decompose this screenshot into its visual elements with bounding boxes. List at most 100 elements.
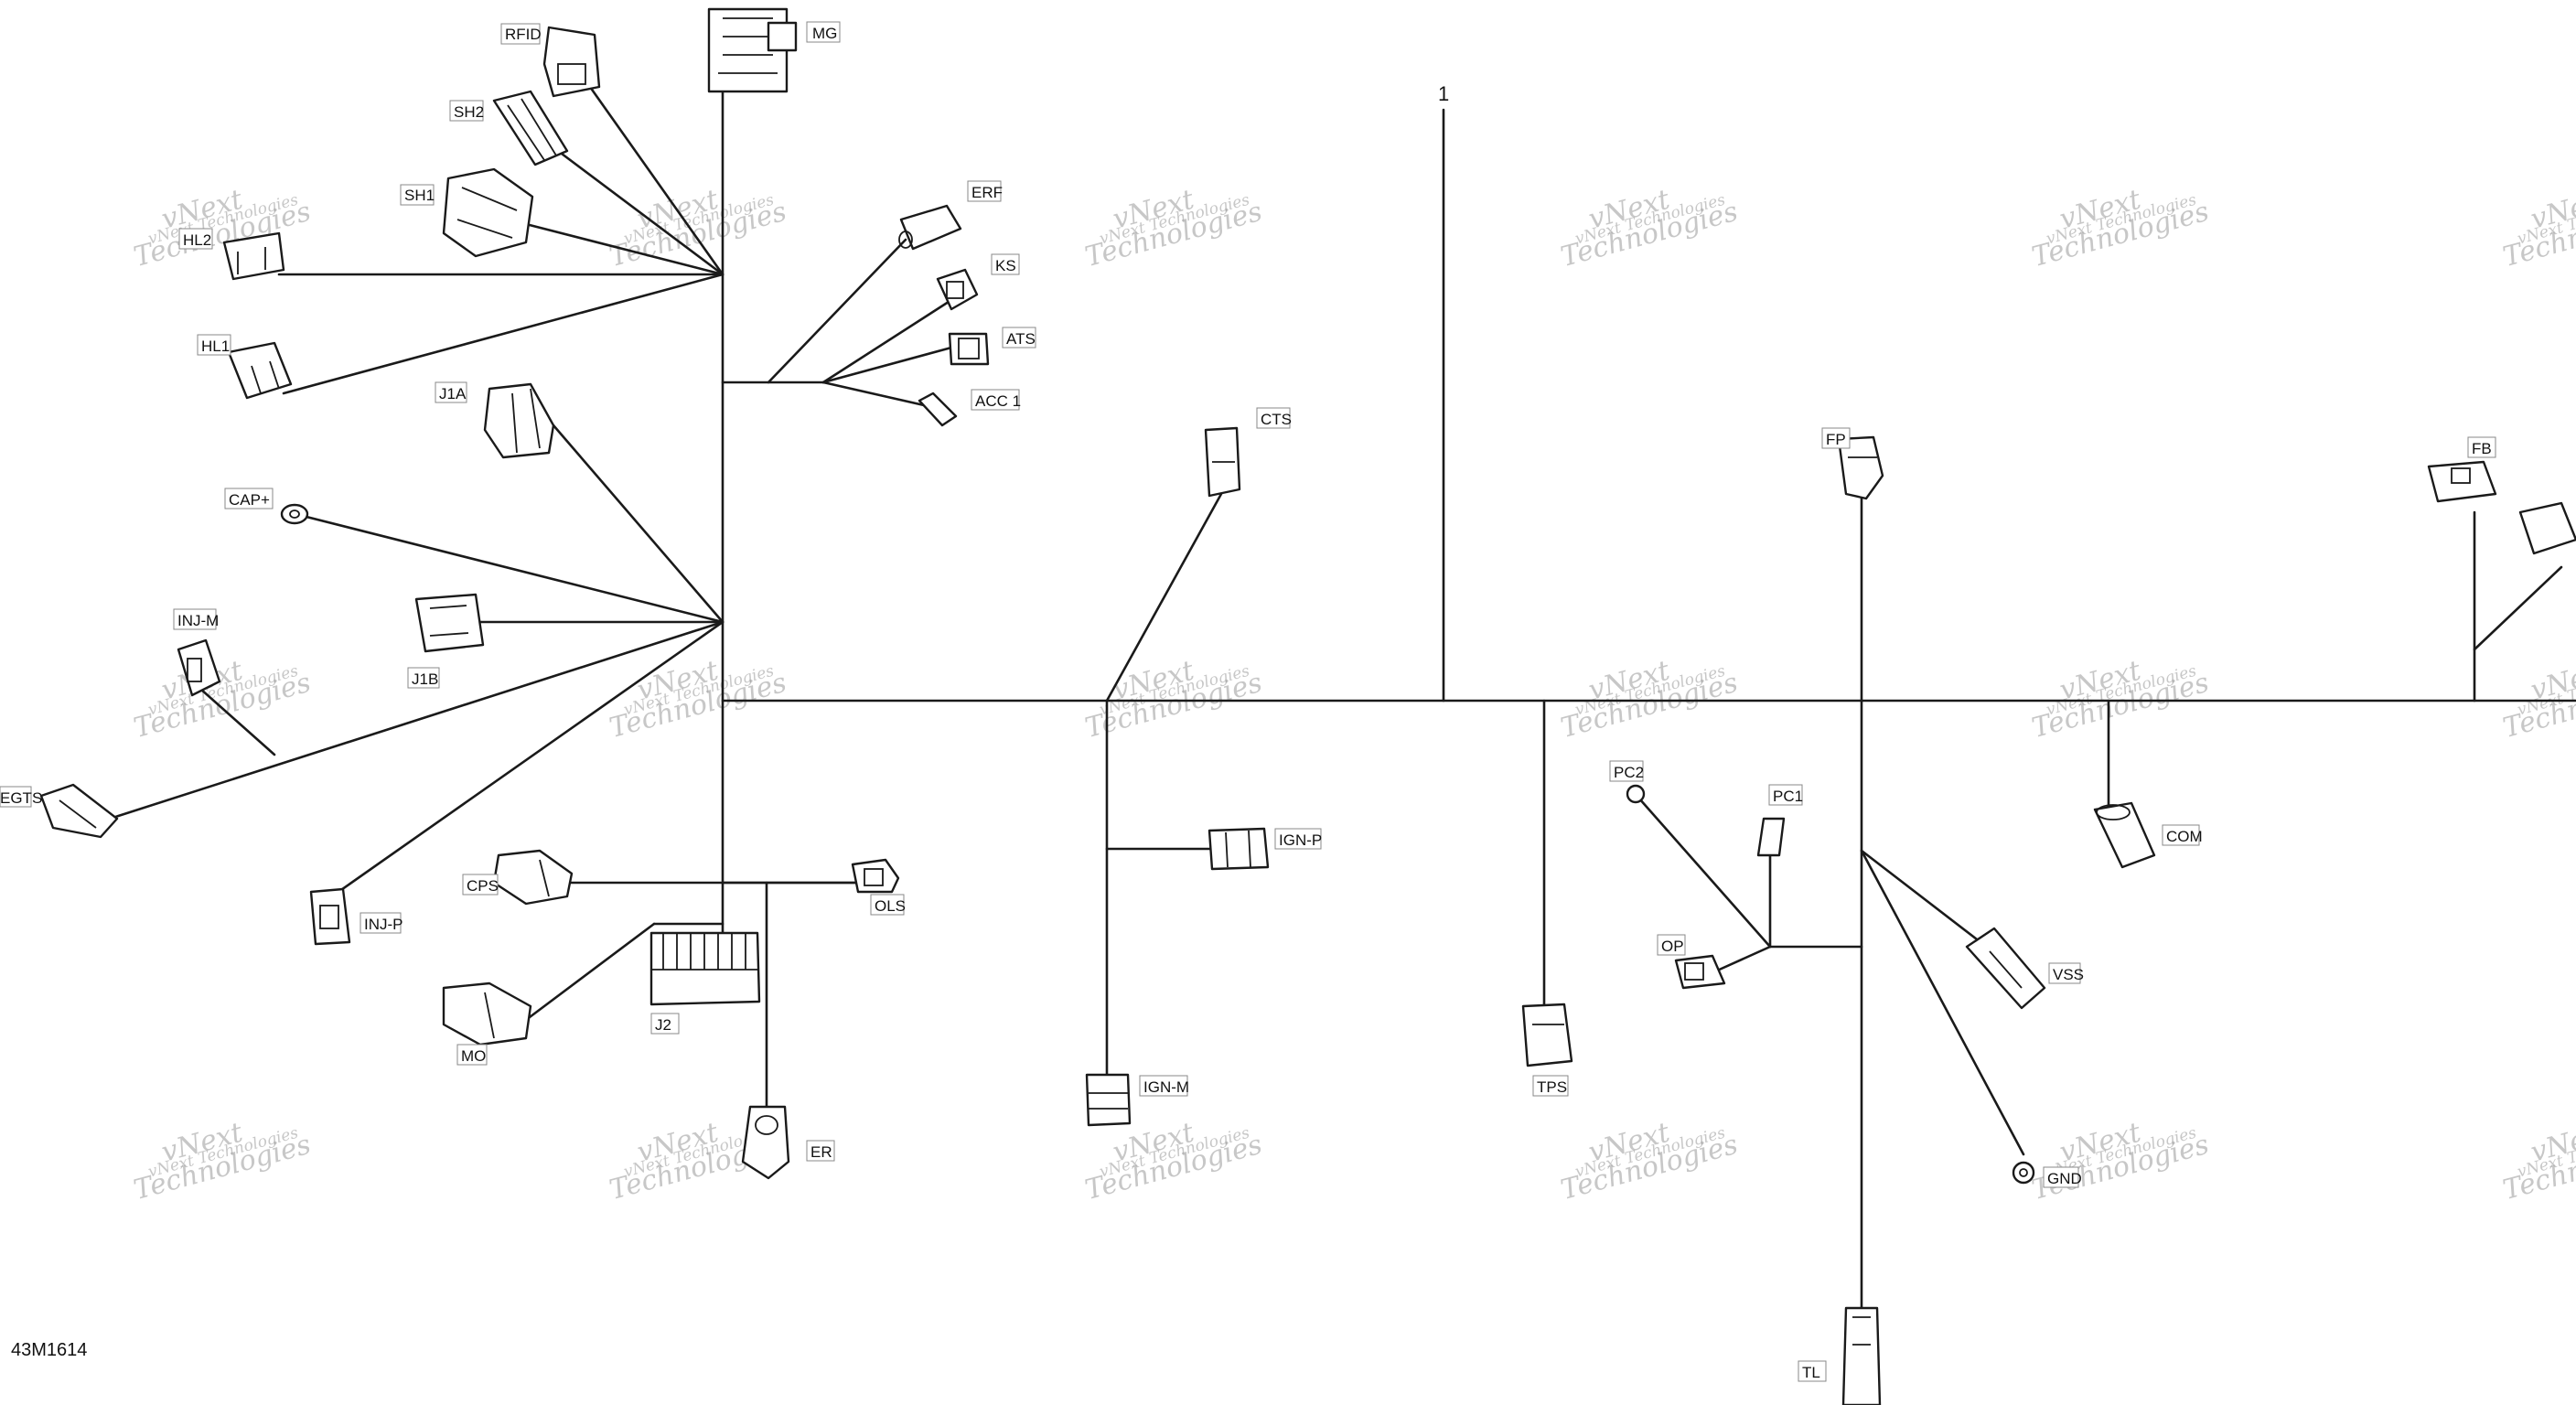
connector-j1b[interactable]: J1B [407, 593, 485, 689]
connector-j2[interactable]: J2 [649, 931, 761, 1035]
connector-label: OLS [875, 897, 906, 915]
connector-hl2[interactable]: HL2 [178, 228, 285, 281]
connector-label: J2 [655, 1016, 671, 1034]
connector-label: GND [2047, 1170, 2082, 1187]
connector-label: EGTS [0, 789, 42, 807]
connector-label: FB [2472, 440, 2492, 457]
connector-label: ATS [1006, 330, 1036, 348]
connector-mo[interactable]: MO [442, 981, 532, 1066]
connector-pc2[interactable]: PC2 [1609, 760, 1646, 804]
watermark: vNext Technologies vNext Technologies [2500, 183, 2576, 273]
connector-label: ERF [971, 184, 1003, 201]
figure-id: 43M1614 [11, 1340, 87, 1360]
connector-ignp[interactable]: IGN-P [1208, 827, 1322, 871]
connector-er[interactable]: ER [741, 1105, 835, 1180]
connector-sh2[interactable]: SH2 [449, 90, 569, 166]
harness-wires [108, 80, 2576, 1310]
connector-label: INJ-M [177, 612, 219, 629]
watermark: vNext Technologies vNext Technologies [1082, 654, 1266, 745]
connector-mg[interactable]: MG [707, 7, 841, 93]
connector-label: ER [810, 1143, 832, 1161]
wire-cap [305, 515, 724, 624]
watermark: vNext Technologies vNext Technologies [2500, 654, 2576, 745]
connector-com[interactable]: COM [2093, 801, 2203, 869]
connector-tl[interactable]: TL [1798, 1306, 1882, 1405]
connector-sh1[interactable]: SH1 [400, 167, 534, 258]
connector-egts[interactable]: EGTS [0, 783, 119, 839]
connector-label: KS [995, 257, 1016, 274]
connector-label: J1B [412, 670, 438, 688]
connector-cap[interactable]: CAP+ [224, 488, 309, 525]
watermark: vNext Technologies vNext Technologies [2029, 654, 2213, 745]
connector-label: ACC 1 [975, 392, 1021, 410]
watermark: vNext Technologies vNext Technologies [606, 183, 790, 273]
connector-hl1[interactable]: HL1 [197, 334, 293, 400]
watermark: vNext Technologies vNext Technologies [606, 654, 790, 745]
connector-label: CAP+ [229, 491, 270, 509]
wire-mo [524, 922, 656, 1022]
wire-egts [108, 620, 724, 820]
connector-fp[interactable]: FP [1821, 427, 1884, 500]
watermark: vNext Technologies vNext Technologies [2500, 1116, 2576, 1207]
watermark: vNext Technologies vNext Technologies [1558, 1116, 1742, 1207]
connector-acc1[interactable]: ACC 1 [918, 389, 1021, 427]
connector-label: IGN-P [1279, 831, 1322, 849]
connector-injp[interactable]: INJ-P [309, 887, 403, 946]
connector-label: CTS [1261, 411, 1292, 428]
connector-label: MO [461, 1047, 486, 1065]
connector-label: FP [1826, 431, 1846, 448]
wire-injm [190, 680, 276, 756]
connector-erf[interactable]: ERF [898, 180, 1003, 251]
connector-label: J1A [439, 385, 467, 402]
connector-vss[interactable]: VSS [1965, 927, 2084, 1010]
connector-label: TPS [1537, 1078, 1567, 1096]
connector-ks[interactable]: KS [936, 253, 1020, 311]
wire-ks [821, 298, 953, 384]
callout-number: 1 [1438, 82, 1449, 105]
connector-fb[interactable]: FB [2427, 436, 2576, 555]
watermark: vNext Technologies vNext Technologies [2029, 1116, 2213, 1207]
wire-cts [1105, 492, 1223, 702]
connector-label: MG [812, 25, 837, 42]
wire-pc2 [1637, 797, 1772, 949]
connector-label: VSS [2053, 966, 2084, 983]
connector-label: COM [2166, 828, 2203, 845]
connector-cps[interactable]: CPS [462, 849, 574, 906]
wire-gnd [1860, 849, 2025, 1156]
connector-ats[interactable]: ATS [948, 327, 1036, 366]
connector-cts[interactable]: CTS [1204, 407, 1292, 498]
connector-label: HL2 [183, 231, 211, 249]
connector-label: INJ-P [364, 916, 403, 933]
watermark: vNext Technologies vNext Technologies [1082, 183, 1266, 273]
wire-sh2 [556, 149, 724, 276]
watermark: vNext Technologies vNext Technologies [131, 1116, 315, 1207]
connector-tps[interactable]: TPS [1521, 1003, 1573, 1097]
connector-rfid[interactable]: RFID [500, 23, 601, 98]
watermark: vNext Technologies vNext Technologies [131, 183, 315, 273]
wire-acc1 [821, 381, 926, 407]
connector-label: RFID [505, 26, 542, 43]
connector-j1a[interactable]: J1A [435, 381, 555, 459]
connector-op[interactable]: OP [1657, 934, 1726, 990]
connector-label: PC2 [1614, 764, 1644, 781]
wire-j1a [552, 424, 724, 624]
connector-ignm[interactable]: IGN-M [1085, 1073, 1189, 1127]
connector-label: SH1 [404, 187, 435, 204]
wire-op [1713, 945, 1772, 973]
wire-rfid [588, 85, 724, 276]
wire-vss [1860, 849, 1982, 944]
connector-pc1[interactable]: PC1 [1756, 784, 1803, 857]
connector-injm[interactable]: INJ-M [173, 608, 221, 697]
watermark: vNext Technologies vNext Technologies [2029, 183, 2213, 273]
watermark-layer: vNext Technologies vNext Technologies vN… [131, 183, 2576, 1207]
wire-hl1 [282, 273, 724, 395]
connector-label: IGN-M [1143, 1078, 1189, 1096]
connector-ols[interactable]: OLS [851, 858, 906, 916]
watermark: vNext Technologies vNext Technologies [131, 654, 315, 745]
watermark: vNext Technologies vNext Technologies [1558, 183, 1742, 273]
wire-fb2 [2473, 565, 2563, 651]
wire-erf [767, 238, 907, 384]
connector-gnd[interactable]: GND [2012, 1161, 2082, 1188]
connector-label: CPS [467, 877, 499, 895]
